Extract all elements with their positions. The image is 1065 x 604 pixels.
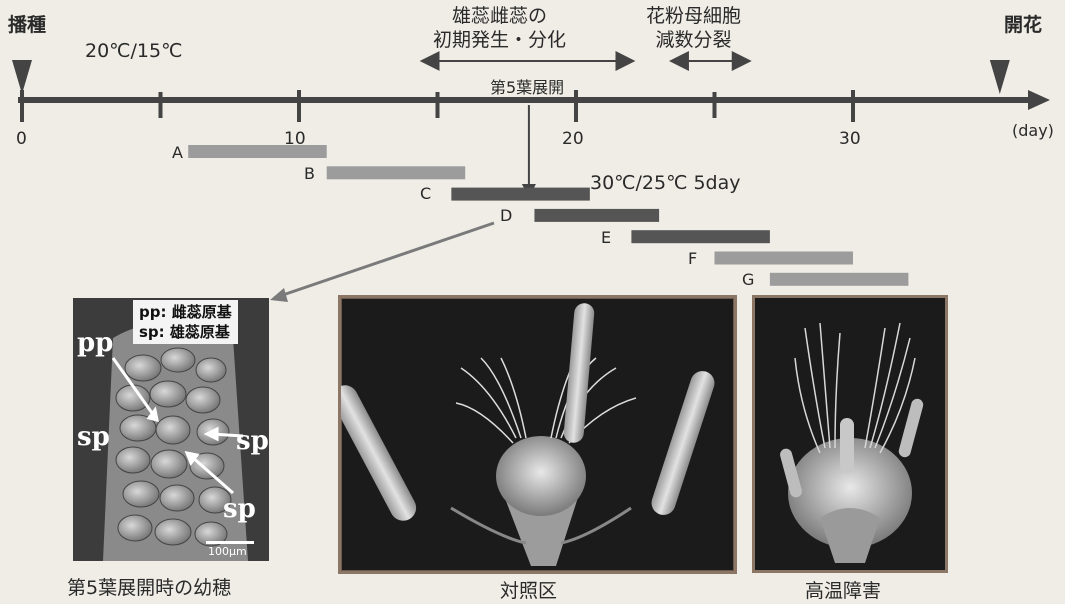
- middle-panel-caption: 対照区: [500, 576, 557, 603]
- left-panel-caption: 第5葉展開時の幼穂: [67, 573, 231, 600]
- d-to-panel-arrowhead: [270, 288, 288, 302]
- right-panel-caption: 高温障害: [805, 576, 881, 603]
- flowering-marker: [990, 60, 1010, 94]
- treatment-bar-g: [770, 273, 909, 286]
- sp-label-left: sp: [77, 422, 110, 452]
- d-to-panel-arrow: [274, 223, 494, 298]
- treatment-bar-e: [631, 230, 770, 243]
- heat-damage-flower-photo: [752, 295, 948, 573]
- treatment-bar-f: [715, 252, 854, 265]
- control-flower-illustration: [341, 298, 734, 571]
- timeline-arrowhead: [1028, 90, 1050, 110]
- treatment-bar-d: [534, 209, 659, 222]
- treatment-bar-a: [188, 145, 327, 158]
- scale-bar-label: 100μm: [208, 545, 247, 558]
- legend-box: pp: 雌蕊原基 sp: 雄蕊原基: [133, 300, 238, 344]
- sp-label-bottom: sp: [223, 494, 256, 524]
- sowing-marker: [12, 60, 32, 94]
- heat-damage-illustration: [755, 298, 945, 570]
- legend-pp: pp: 雌蕊原基: [139, 302, 232, 322]
- sp-label-right: sp: [236, 426, 269, 456]
- control-flower-photo: [338, 295, 737, 574]
- treatment-bar-c: [451, 188, 589, 201]
- pp-label: pp: [77, 328, 113, 358]
- legend-sp: sp: 雄蕊原基: [139, 322, 232, 342]
- treatment-bar-b: [327, 166, 466, 179]
